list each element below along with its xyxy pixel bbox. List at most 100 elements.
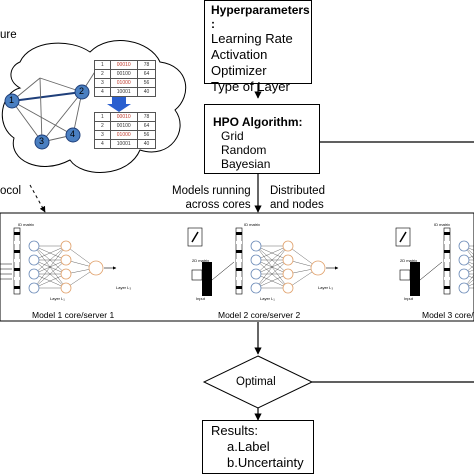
nn-edge xyxy=(33,245,67,261)
matrix-label: ID matrix xyxy=(18,222,34,227)
hyperparameters-title: Hyperparameters : xyxy=(211,3,310,31)
nn-output-node xyxy=(88,260,104,276)
matrix-cell xyxy=(444,268,450,271)
nn-edge xyxy=(463,245,474,255)
nn-edge xyxy=(463,279,474,289)
matrix-cell xyxy=(14,259,20,262)
nn-edge xyxy=(255,245,289,289)
table-cell: 4 xyxy=(94,87,111,97)
table-cell: 00010 xyxy=(109,112,138,122)
nn-node xyxy=(282,254,294,266)
model-caption-3: Model 3 core/serv xyxy=(422,310,474,320)
nn-edge xyxy=(463,245,474,260)
dashed-connector xyxy=(29,184,46,213)
nn-edge xyxy=(33,245,67,275)
hyperparameter-item: Activation xyxy=(211,47,268,62)
nn-edge xyxy=(463,269,474,275)
hidden-layer-label: Layer L₁ xyxy=(50,296,65,301)
nn-edge xyxy=(463,255,474,261)
matrix-cell xyxy=(14,241,20,244)
table-cell: 3 xyxy=(94,78,111,88)
arrow-line xyxy=(419,261,443,281)
nn-edge xyxy=(33,259,67,289)
nn-node xyxy=(28,268,40,280)
output-layer-label: Layer L₃ xyxy=(318,285,333,290)
hyperparameters-box: Hyperparameters : Learning Rate Activati… xyxy=(204,0,312,110)
arrow-line xyxy=(211,261,235,281)
graph-node-1 xyxy=(4,93,20,109)
graph-node-label-3: 3 xyxy=(39,136,45,146)
hpo-algorithm-box: HPO Algorithm: Grid Random Bayesian xyxy=(204,104,320,174)
table-cell: 00100 xyxy=(109,69,138,79)
matrix-cell xyxy=(236,286,242,289)
decision-label: Optimal xyxy=(236,376,276,388)
graph-node-label-4: 4 xyxy=(70,129,76,139)
table-cell: 00010 xyxy=(109,60,138,70)
edge-label-line: across cores xyxy=(185,199,251,211)
hpo-algorithm-item: Bayesian xyxy=(221,157,271,171)
results-item: b.Uncertainty xyxy=(227,455,304,470)
table-cell: 40 xyxy=(136,139,157,149)
nn-node xyxy=(458,254,470,266)
nn-node xyxy=(282,240,294,252)
graph-node-4 xyxy=(65,127,81,143)
matrix2d-block xyxy=(410,262,420,296)
nn-node xyxy=(282,282,294,294)
results-title: Results: xyxy=(211,423,258,438)
matrix-cell xyxy=(236,232,242,235)
nn-edge xyxy=(463,274,474,289)
results-item: a.Label xyxy=(227,439,270,454)
edge-label-line: Distributed xyxy=(270,185,325,197)
nn-node xyxy=(250,254,262,266)
matrix2d-label: 2D matrix xyxy=(192,258,210,263)
nn-edge xyxy=(463,259,474,269)
matrix-cell xyxy=(236,259,242,262)
table-cell: 2 xyxy=(94,121,111,131)
nn-edge xyxy=(255,245,289,275)
input-label: Input xyxy=(404,296,413,301)
matrix-cell xyxy=(444,286,450,289)
nn-edge xyxy=(463,265,474,275)
nn-output-node xyxy=(310,260,326,276)
matrix-cell xyxy=(444,232,450,235)
nn-node xyxy=(250,240,262,252)
table-cell: 56 xyxy=(136,78,157,88)
nn-node xyxy=(28,240,40,252)
matrix-cell xyxy=(236,250,242,253)
table-cell: 10001 xyxy=(109,139,138,149)
table-cell: 64 xyxy=(136,121,157,131)
results-box: Results: a.Label b.Uncertainty xyxy=(202,420,314,474)
matrix2d-label: 2D matrix xyxy=(400,258,418,263)
matrix-cell xyxy=(444,277,450,280)
down-arrow-icon xyxy=(107,97,131,112)
graph-node-label-2: 2 xyxy=(79,86,85,96)
nn-node xyxy=(458,240,470,252)
nn-node xyxy=(60,282,72,294)
matrix-label: ID matrix xyxy=(244,222,260,227)
nn-node xyxy=(60,268,72,280)
input-label: Input xyxy=(196,296,205,301)
hyperparameter-item: Type of Layer xyxy=(211,79,290,94)
network-nodes xyxy=(4,84,90,150)
matrix-cell xyxy=(236,241,242,244)
table-cell: 1 xyxy=(94,112,111,122)
nn-node xyxy=(60,240,72,252)
matrix-cell xyxy=(444,241,450,244)
nn-edge xyxy=(33,245,67,289)
nn-edge xyxy=(463,273,474,279)
matrix-cell xyxy=(444,250,450,253)
optimal-decision xyxy=(202,355,314,409)
model-caption-1: Model 1 core/server 1 xyxy=(32,310,115,320)
nn-node xyxy=(28,282,40,294)
matrix-cell xyxy=(236,277,242,280)
matrix-cell xyxy=(14,277,20,280)
matrix-cell xyxy=(14,250,20,253)
hidden-layer-label: Layer L₁ xyxy=(260,296,275,301)
table-cell: 01000 xyxy=(109,78,138,88)
matrix2d-block xyxy=(202,262,212,296)
nn-edge xyxy=(33,273,67,289)
